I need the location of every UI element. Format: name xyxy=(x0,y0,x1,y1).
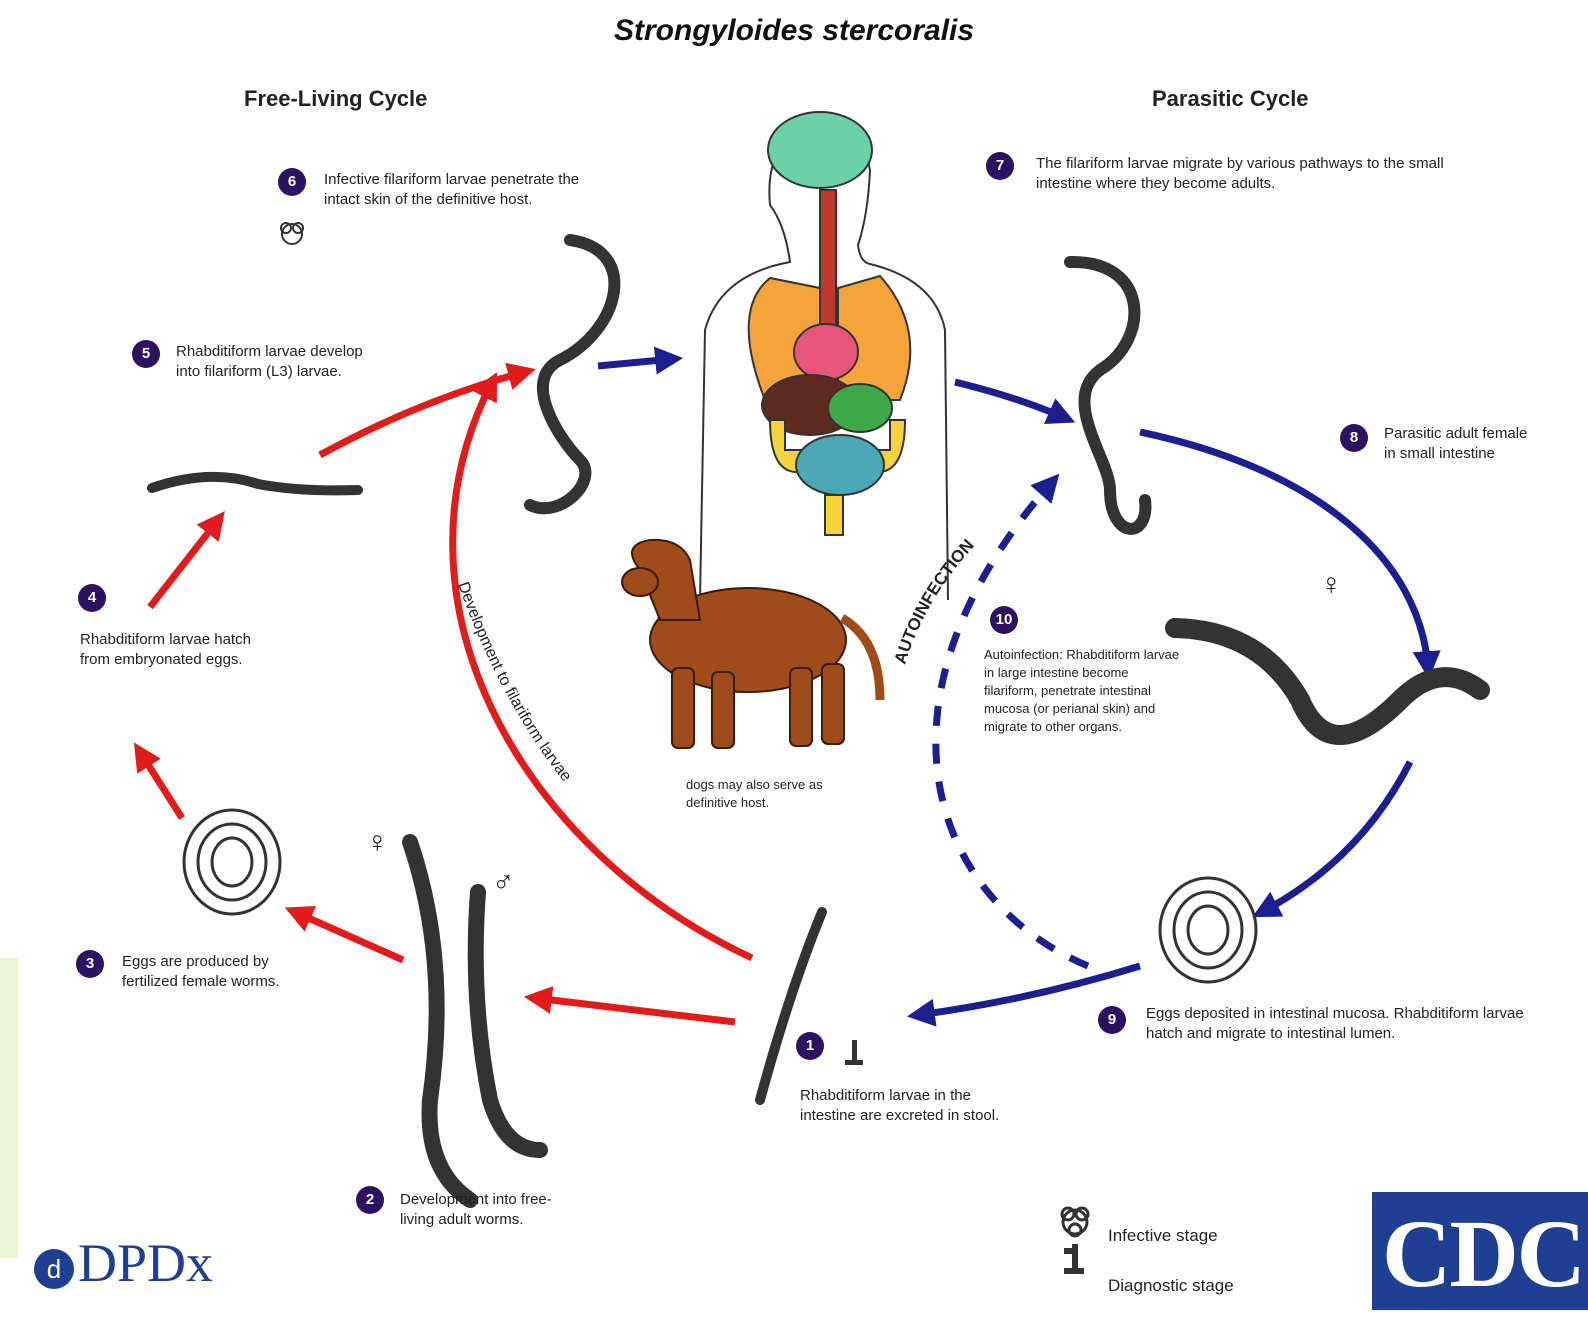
filariform-larva-host xyxy=(1070,262,1145,529)
step-badge-1: 1 xyxy=(796,1032,824,1060)
step-badge-10: 10 xyxy=(990,606,1018,634)
arrow-6-to-host xyxy=(598,359,672,366)
step-badge-6: 6 xyxy=(278,168,306,196)
dpdx-logo-text: DPDx xyxy=(78,1233,213,1293)
biohazard-icon-step6 xyxy=(281,223,303,244)
free-living-adults xyxy=(410,842,540,1200)
step-badge-2: 2 xyxy=(356,1186,384,1214)
rhabditiform-larva-1 xyxy=(760,912,822,1100)
step-text-2: Development into free-living adult worms… xyxy=(400,1190,560,1230)
egg-parasitic xyxy=(1160,878,1256,982)
step-text-10: Autoinfection: Rhabditiform larvae in la… xyxy=(984,646,1184,736)
free-living-arrows xyxy=(140,372,752,1022)
step-text-4: Rhabditiform larvae hatch from embryonat… xyxy=(80,630,280,670)
step-badge-8: 8 xyxy=(1340,424,1368,452)
parasitic-adult-female xyxy=(1175,628,1480,735)
step-badge-5: 5 xyxy=(132,340,160,368)
rhabditiform-larva-5 xyxy=(152,477,358,491)
dog-note: dogs may also serve as definitive host. xyxy=(686,776,876,812)
arrow-1-to-2 xyxy=(535,998,735,1022)
egg-free-living xyxy=(184,810,280,914)
arrow-4-to-5 xyxy=(150,520,218,607)
step-text-3: Eggs are produced by fertilized female w… xyxy=(122,952,312,992)
legend-infective: Infective stage xyxy=(1108,1226,1218,1246)
cdc-logo-text: CDC xyxy=(1382,1198,1584,1309)
male-symbol-free-living: ♂ xyxy=(492,866,515,900)
step-text-7: The filariform larvae migrate by various… xyxy=(1036,154,1456,194)
legend-diagnostic: Diagnostic stage xyxy=(1108,1276,1234,1296)
biohazard-icon xyxy=(1062,1208,1088,1236)
step-badge-3: 3 xyxy=(76,950,104,978)
microscope-icon xyxy=(1064,1244,1084,1274)
microscope-icon-step1 xyxy=(845,1040,863,1065)
step-badge-7: 7 xyxy=(986,152,1014,180)
step-text-8: Parasitic adult female in small intestin… xyxy=(1384,424,1534,464)
step-text-6: Infective filariform larvae penetrate th… xyxy=(324,170,584,210)
arrow-3-to-4 xyxy=(140,752,182,818)
cdc-logo: CDC xyxy=(1372,1192,1588,1310)
step-text-5: Rhabditiform larvae develop into filarif… xyxy=(176,342,366,382)
filariform-larva-infective xyxy=(530,240,614,508)
human-host xyxy=(700,112,948,600)
female-symbol-free-living: ♀ xyxy=(366,826,389,860)
step-text-9: Eggs deposited in intestinal mucosa. Rha… xyxy=(1146,1004,1541,1044)
dpdx-badge-icon: d xyxy=(34,1249,74,1289)
arrow-8-to-9 xyxy=(1262,762,1410,912)
step-text-1: Rhabditiform larvae in the intestine are… xyxy=(800,1086,1010,1126)
step-badge-9: 9 xyxy=(1098,1006,1126,1034)
step-badge-4: 4 xyxy=(78,584,106,612)
female-symbol-parasitic: ♀ xyxy=(1320,568,1343,602)
arrow-host-to-7 xyxy=(955,382,1065,418)
